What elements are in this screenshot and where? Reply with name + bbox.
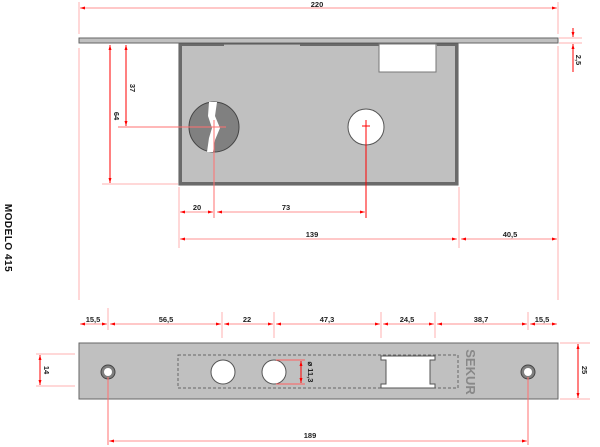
- dim-label-faceplate-overhang: 40,5: [503, 230, 518, 239]
- faceplate-view: 15,5 56,5 22 47,3 24,5 38,7 15,5: [36, 308, 590, 445]
- dim-label-latch-to-screw: 38,7: [474, 315, 489, 324]
- model-title: MODELO 415: [2, 204, 13, 272]
- top-view: 220 37 64 20: [78, 0, 583, 300]
- dim-label-hole-spacing: 22: [243, 315, 251, 324]
- dim-label-faceplate-height: 25: [580, 366, 589, 374]
- body-outline-hidden: [177, 354, 459, 389]
- dim-label-screw-to-right-edge: 15,5: [535, 315, 550, 324]
- dim-label-cylinder-from-top: 37: [128, 84, 137, 92]
- dim-label-left-edge-to-screw: 15,5: [86, 315, 101, 324]
- brand-logo: SEKUR: [463, 349, 478, 395]
- faceplate-edge: [78, 37, 559, 44]
- body-bottom-wall: [179, 182, 458, 185]
- body-right-wall: [455, 44, 458, 185]
- screw-hole-left-icon: [100, 364, 116, 380]
- handle-hole: [261, 359, 287, 385]
- faceplate: [78, 342, 559, 400]
- dim-label-overall-length: 220: [311, 0, 324, 9]
- latch-opening: [378, 43, 437, 73]
- dim-label-screw-spacing: 189: [304, 431, 317, 440]
- cylinder-hole: [210, 359, 236, 385]
- dim-label-backset: 20: [193, 203, 201, 212]
- dim-label-cylinder-to-handle: 73: [282, 203, 290, 212]
- dim-label-faceplate-thickness: 2,5: [574, 55, 583, 65]
- latch-opening-front: [380, 355, 436, 389]
- dim-label-screw-to-first-hole: 56,5: [159, 315, 174, 324]
- dim-label-latch-width: 24,5: [400, 315, 415, 324]
- dim-label-segment-2: 47,3: [320, 315, 335, 324]
- dim-label-hole-diameter: ⌀ 11,3: [306, 362, 315, 383]
- body-left-wall: [179, 44, 182, 185]
- dim-label-body-height: 64: [112, 112, 121, 121]
- dim-label-screw-vertical: 14: [42, 366, 51, 375]
- dim-label-body-length: 139: [306, 230, 319, 239]
- screw-hole-right-icon: [520, 364, 536, 380]
